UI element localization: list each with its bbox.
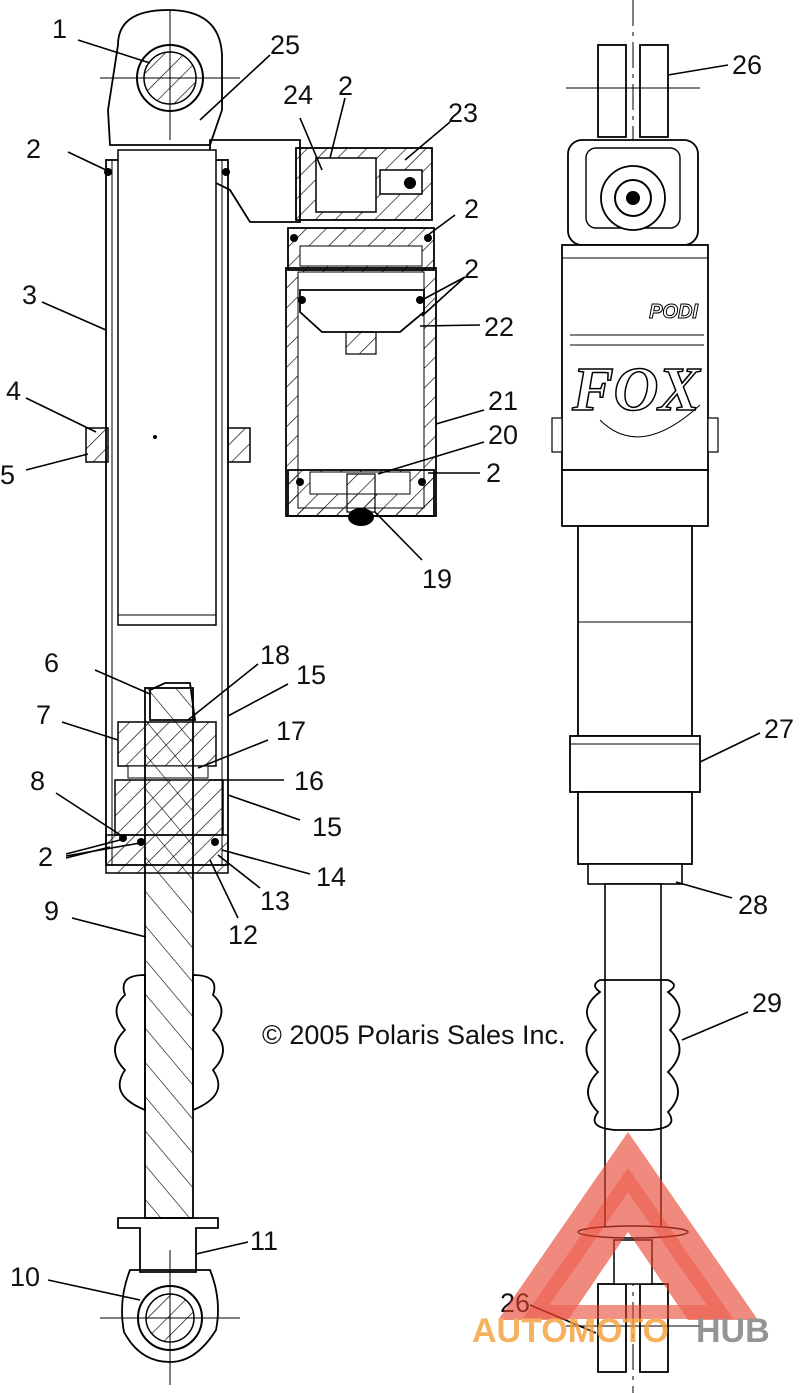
bottom-clevis-right <box>639 1283 669 1373</box>
callout-3: 3 <box>22 280 37 310</box>
adjuster-valve <box>315 157 377 213</box>
valve-cap <box>348 508 374 526</box>
watermark-triangle-inner <box>522 1167 734 1319</box>
callout-labels: 1 25 24 2 23 2 3 2 2 22 4 21 5 20 2 19 6… <box>0 14 794 1318</box>
side-boss-right <box>707 417 719 453</box>
callout-15a: 15 <box>296 660 326 690</box>
copyright-notice: © 2005 Polaris Sales Inc. <box>262 1020 566 1050</box>
bottom-cup <box>117 1217 219 1273</box>
preload-collar-left <box>85 427 109 463</box>
callout-10: 10 <box>10 1262 40 1292</box>
exterior-body <box>561 244 709 471</box>
watermark-logo: AUTOMOTO HUB <box>472 1132 770 1350</box>
schrader-valve <box>346 473 376 513</box>
res-oring-end-r <box>418 478 426 486</box>
reservoir-cap-inner <box>299 245 423 267</box>
callout-5: 5 <box>0 460 15 490</box>
callout-2a: 2 <box>338 71 353 101</box>
callout-6: 6 <box>44 648 59 678</box>
callout-26a: 26 <box>732 50 762 80</box>
callout-24: 24 <box>283 80 313 110</box>
callout-13: 13 <box>260 886 290 916</box>
res-oring-end-l <box>296 478 304 486</box>
side-boss-left <box>551 417 563 453</box>
callout-2f: 2 <box>38 842 53 872</box>
adjuster-ring <box>569 735 701 793</box>
res-oring-ifp-l <box>298 296 306 304</box>
top-clevis-left <box>597 44 627 138</box>
exterior-tube <box>577 525 693 737</box>
watermark-triangle <box>498 1132 758 1320</box>
callout-23: 23 <box>448 98 478 128</box>
reservoir-section <box>285 147 437 526</box>
adjuster-detent <box>404 177 416 189</box>
callout-2e: 2 <box>486 458 501 488</box>
exterior-bump-stop <box>585 979 681 1131</box>
res-oring-ifp-r <box>416 296 424 304</box>
bleed-hole <box>153 435 157 439</box>
exterior-tube-lower <box>577 791 693 865</box>
res-oring-cap-l <box>290 234 298 242</box>
callout-18: 18 <box>260 640 290 670</box>
brand-logo: FOX <box>571 356 701 424</box>
callout-28: 28 <box>738 890 768 920</box>
callout-20: 20 <box>488 420 518 450</box>
preload-collar-right <box>227 427 251 463</box>
model-mark: PODI <box>649 301 698 323</box>
callout-27: 27 <box>764 714 794 744</box>
inner-cylinder <box>117 149 217 626</box>
top-clevis-right <box>639 44 669 138</box>
ifp-valve <box>345 331 377 355</box>
callout-9: 9 <box>44 896 59 926</box>
bump-stop <box>114 974 146 1112</box>
logo-swoosh <box>599 404 701 438</box>
top-eyelet-body <box>107 9 223 146</box>
callout-25: 25 <box>270 30 300 60</box>
callout-12: 12 <box>228 920 258 950</box>
callout-2c: 2 <box>464 194 479 224</box>
seal-oring-3 <box>211 838 219 846</box>
callout-19: 19 <box>422 564 452 594</box>
callout-2d: 2 <box>464 254 479 284</box>
callout-7: 7 <box>36 700 51 730</box>
ifp-piston <box>299 289 425 333</box>
callout-2b: 2 <box>26 134 41 164</box>
callout-15b: 15 <box>312 812 342 842</box>
callout-16: 16 <box>294 766 324 796</box>
reservoir-arm <box>209 139 301 223</box>
callout-21: 21 <box>488 386 518 416</box>
callout-8: 8 <box>30 766 45 796</box>
callout-29: 29 <box>752 988 782 1018</box>
body-lower-collar <box>561 469 709 527</box>
callout-4: 4 <box>6 376 21 406</box>
callout-11: 11 <box>250 1226 278 1256</box>
bottom-clevis-left <box>597 1283 627 1373</box>
res-oring-cap-r <box>424 234 432 242</box>
piston-shaft <box>144 687 194 1219</box>
callout-22: 22 <box>484 312 514 342</box>
seal-collar <box>587 863 683 885</box>
sectioned-shock <box>85 9 301 1385</box>
watermark-text-left: AUTOMOTO <box>472 1312 669 1350</box>
watermark-text-right: HUB <box>696 1312 770 1350</box>
bump-stop-right <box>192 974 224 1112</box>
callout-17: 17 <box>276 716 306 746</box>
callout-1: 1 <box>52 14 67 44</box>
seal-oring-2 <box>137 838 145 846</box>
reservoir-bore <box>297 271 425 509</box>
exterior-eye-bolt <box>626 191 640 205</box>
body-oring-top-r <box>222 168 230 176</box>
callout-14: 14 <box>316 862 346 892</box>
